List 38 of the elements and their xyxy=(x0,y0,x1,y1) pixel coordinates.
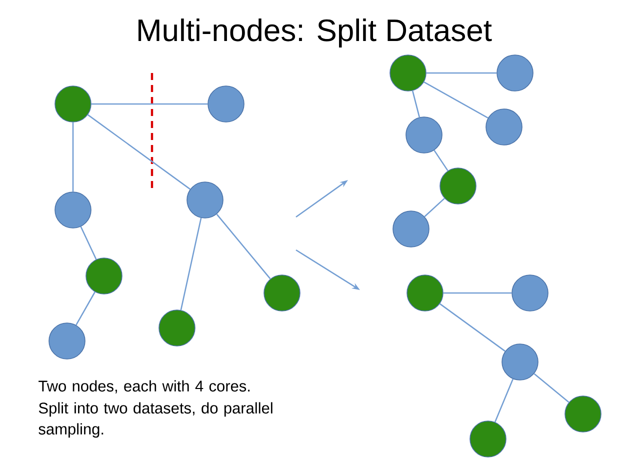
graph-edge xyxy=(426,72,497,74)
graph-edge xyxy=(88,114,190,190)
graph-node xyxy=(390,54,426,92)
graph-edge xyxy=(412,90,420,118)
graph-edge xyxy=(494,378,514,422)
graph-edge xyxy=(216,214,271,280)
graph-edge xyxy=(534,373,570,403)
graph-node xyxy=(54,86,92,122)
graph-node xyxy=(564,396,602,432)
graph-node xyxy=(54,192,92,228)
graph-edge xyxy=(76,292,96,326)
graph-edge xyxy=(443,292,512,294)
graph-node xyxy=(406,116,442,154)
graph-edge xyxy=(424,81,488,119)
graph-edge xyxy=(180,218,202,310)
graph-node xyxy=(406,274,444,312)
graph-node xyxy=(264,274,300,312)
graph-node xyxy=(86,258,122,294)
graph-edge xyxy=(72,122,74,192)
note-text: Split into two datasets, do parallel sampling. xyxy=(38,402,272,438)
graph-edge xyxy=(80,226,97,260)
graph-node xyxy=(486,108,522,146)
graph-node xyxy=(502,344,538,380)
graph-node xyxy=(208,86,244,122)
graph-edge xyxy=(440,303,506,352)
graph-edge xyxy=(424,198,445,218)
graph-node xyxy=(186,182,224,218)
title: Multi-nodes: Split Dataset xyxy=(138,18,492,48)
graph-node xyxy=(440,168,476,204)
graph-edge xyxy=(91,103,208,105)
note-text: Two nodes, each with 4 cores. xyxy=(38,380,250,394)
graph-node xyxy=(512,274,548,312)
graph-node xyxy=(48,322,86,360)
graph-node xyxy=(496,54,534,92)
graph-node xyxy=(158,310,196,346)
graph-edge xyxy=(434,150,448,172)
graph-node xyxy=(470,420,506,458)
graph-node xyxy=(392,210,430,248)
